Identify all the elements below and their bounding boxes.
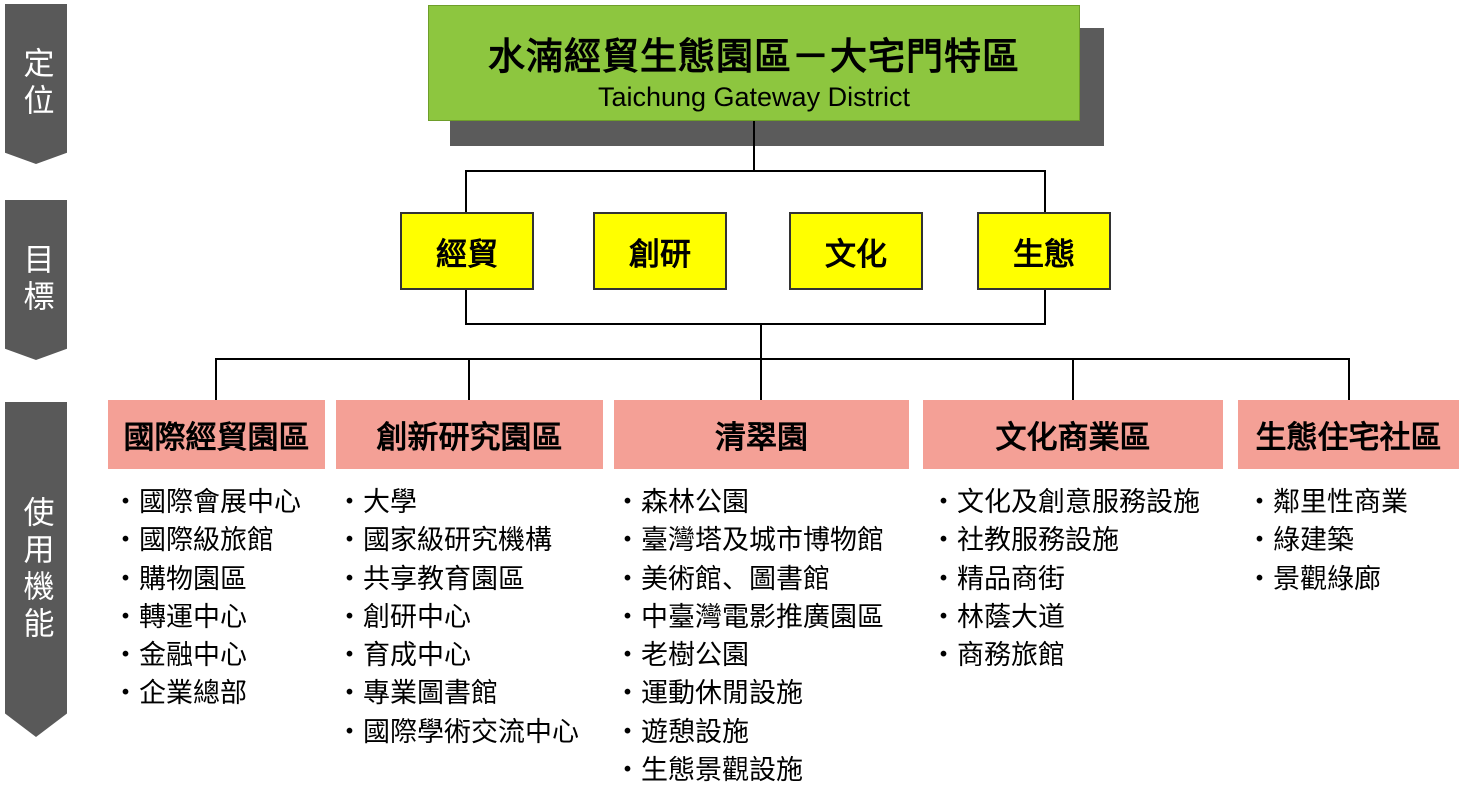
list-item: 景觀綠廊 xyxy=(1246,561,1408,599)
side-label-goals: 目標 xyxy=(5,200,67,360)
list-item: 育成中心 xyxy=(336,637,579,675)
goal-box-trade: 經貿 xyxy=(400,212,534,290)
list-item: 精品商街 xyxy=(930,561,1200,599)
goal-label: 生態 xyxy=(1013,236,1075,273)
connector-goal-1-bottom xyxy=(465,290,467,325)
list-item: 購物園區 xyxy=(112,561,301,599)
zone-title: 清翠園 xyxy=(715,420,808,456)
list-item: 生態景觀設施 xyxy=(614,752,884,790)
list-item: 國際學術交流中心 xyxy=(336,714,579,752)
connector-zone-5 xyxy=(1348,358,1350,400)
connector-zone-2 xyxy=(468,358,470,400)
side-label-position: 定位 xyxy=(5,4,67,164)
list-item: 社教服務設施 xyxy=(930,522,1200,560)
side-label-goals-text: 目標 xyxy=(17,243,54,317)
zone-function-list-innovation-research: 大學 國家級研究機構 共享教育園區 創研中心 育成中心 專業圖書館 國際學術交流… xyxy=(336,484,579,752)
zone-title: 文化商業區 xyxy=(995,420,1151,456)
list-item: 遊憩設施 xyxy=(614,714,884,752)
zone-function-list-international-trade: 國際會展中心 國際級旅館 購物園區 轉運中心 金融中心 企業總部 xyxy=(112,484,301,714)
zone-header-international-trade: 國際經貿園區 xyxy=(108,400,325,469)
connector-goal-1-top xyxy=(465,170,467,212)
goal-label: 文化 xyxy=(825,236,887,273)
list-item: 美術館、圖書館 xyxy=(614,561,884,599)
list-item: 商務旅館 xyxy=(930,637,1200,675)
connector-goals-top-bar xyxy=(465,170,1046,172)
connector-center-down xyxy=(760,323,762,360)
list-item: 專業圖書館 xyxy=(336,675,579,713)
zone-header-culture-commerce: 文化商業區 xyxy=(923,400,1223,469)
connector-zone-4 xyxy=(1072,358,1074,400)
list-item: 運動休閒設施 xyxy=(614,675,884,713)
zone-header-innovation-research: 創新研究園區 xyxy=(336,400,603,469)
connector-goal-4-top xyxy=(1044,170,1046,212)
zone-function-list-culture-commerce: 文化及創意服務設施 社教服務設施 精品商街 林蔭大道 商務旅館 xyxy=(930,484,1200,675)
title-english: Taichung Gateway District xyxy=(597,82,911,112)
goal-box-research: 創研 xyxy=(593,212,727,290)
side-label-position-text: 定位 xyxy=(17,47,54,121)
zone-function-list-eco-residential: 鄰里性商業 綠建築 景觀綠廊 xyxy=(1246,484,1408,599)
list-item: 國家級研究機構 xyxy=(336,522,579,560)
connector-zone-3 xyxy=(760,358,762,400)
side-label-functions: 使用機能 xyxy=(5,402,67,737)
list-item: 創研中心 xyxy=(336,599,579,637)
list-item: 綠建築 xyxy=(1246,522,1408,560)
zone-title: 創新研究園區 xyxy=(376,420,563,456)
connector-zone-1 xyxy=(215,358,217,400)
side-label-functions-text: 使用機能 xyxy=(17,495,54,644)
goal-label: 創研 xyxy=(629,236,691,273)
list-item: 金融中心 xyxy=(112,637,301,675)
list-item: 中臺灣電影推廣園區 xyxy=(614,599,884,637)
zone-header-eco-residential: 生態住宅社區 xyxy=(1238,400,1459,469)
list-item: 共享教育園區 xyxy=(336,561,579,599)
goal-box-culture: 文化 xyxy=(789,212,923,290)
zone-header-green-park: 清翠園 xyxy=(614,400,909,469)
list-item: 國際會展中心 xyxy=(112,484,301,522)
list-item: 企業總部 xyxy=(112,675,301,713)
title-chinese: 水湳經貿生態園區－大宅門特區 xyxy=(488,35,1020,78)
list-item: 大學 xyxy=(336,484,579,522)
zone-function-list-green-park: 森林公園 臺灣塔及城市博物館 美術館、圖書館 中臺灣電影推廣園區 老樹公園 運動… xyxy=(614,484,884,790)
list-item: 臺灣塔及城市博物館 xyxy=(614,522,884,560)
connector-goal-4-bottom xyxy=(1044,290,1046,325)
list-item: 文化及創意服務設施 xyxy=(930,484,1200,522)
connector-goals-bottom-bar xyxy=(465,323,1046,325)
list-item: 國際級旅館 xyxy=(112,522,301,560)
connector-zones-bar xyxy=(215,358,1350,360)
list-item: 轉運中心 xyxy=(112,599,301,637)
title-box: 水湳經貿生態園區－大宅門特區 Taichung Gateway District xyxy=(428,5,1080,121)
list-item: 森林公園 xyxy=(614,484,884,522)
connector-title-down xyxy=(753,121,755,171)
zone-title: 國際經貿園區 xyxy=(123,420,310,456)
list-item: 林蔭大道 xyxy=(930,599,1200,637)
goal-box-ecology: 生態 xyxy=(977,212,1111,290)
goal-label: 經貿 xyxy=(436,236,498,273)
zone-title: 生態住宅社區 xyxy=(1255,420,1442,456)
list-item: 老樹公園 xyxy=(614,637,884,675)
list-item: 鄰里性商業 xyxy=(1246,484,1408,522)
